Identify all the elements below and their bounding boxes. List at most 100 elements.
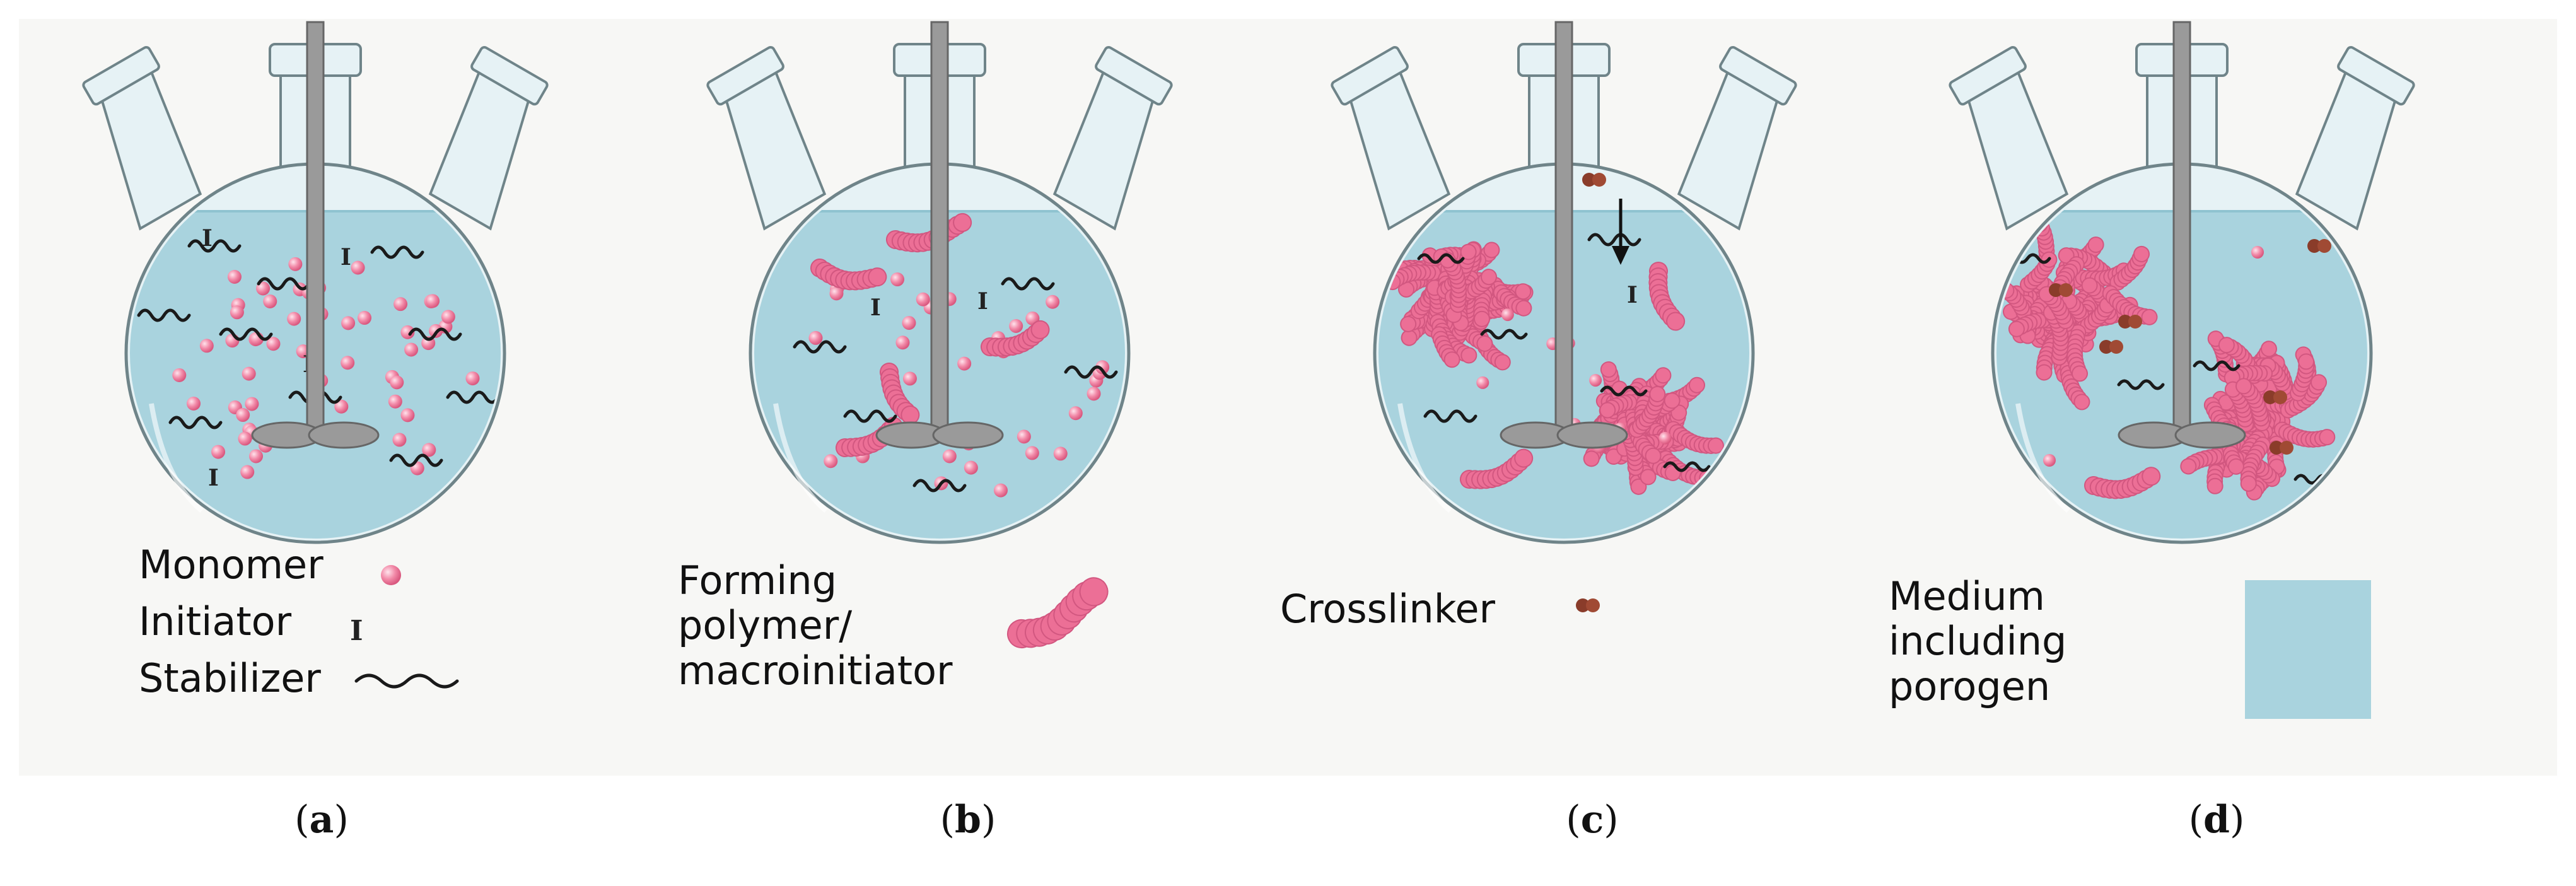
monomer-sphere [351, 260, 365, 275]
polymer-chain [2043, 304, 2069, 366]
polymer-chain [810, 259, 887, 291]
monomer-sphere [465, 371, 480, 386]
crosslinked-particle [1998, 205, 2165, 411]
monomer-sphere [1095, 360, 1110, 375]
crosslinker-dimer [1576, 598, 1600, 612]
flask-d [1949, 21, 2415, 544]
monomer-sphere [393, 297, 408, 312]
monomer-sphere [287, 312, 301, 326]
monomer-sphere [400, 408, 415, 423]
monomer-sphere [388, 394, 402, 409]
monomer-sphere [964, 460, 978, 475]
monomer-sphere [829, 286, 844, 301]
stabilizer-chain [168, 416, 223, 429]
stirrer-blade [2174, 421, 2246, 449]
figure-panel: IIIIIIII Monomer Initiator Stabilizer Fo… [19, 19, 2557, 776]
neck-rim [470, 46, 549, 106]
monomer-sphere [1009, 319, 1023, 334]
flask-contents: I [1384, 233, 1724, 495]
crosslinker-dimer [2099, 340, 2123, 354]
monomer-sphere [381, 565, 401, 585]
monomer-sphere [422, 443, 436, 457]
monomer-sphere [1068, 406, 1083, 421]
monomer-sphere [1017, 429, 1031, 444]
medium-swatch [2245, 580, 2371, 719]
scene: IIIIIIII [82, 21, 2415, 719]
glass-highlight [149, 403, 204, 513]
monomer-sphere [341, 356, 355, 370]
polymer-chain [2038, 286, 2074, 329]
polymer-chain [1431, 326, 1460, 368]
stabilizer-chain [1587, 233, 1641, 247]
polymer-chain [2084, 467, 2161, 499]
crosslinker-dimer [2118, 315, 2142, 329]
monomer-sphere [242, 366, 256, 381]
monomer-sphere [902, 316, 916, 330]
polymer-chain [2066, 324, 2089, 382]
initiator-symbol: I [202, 225, 213, 252]
polymer-chain [2223, 364, 2273, 386]
stirrer-rod [306, 21, 325, 433]
polymer-chain [1665, 421, 1724, 454]
monomer-sphere [942, 449, 957, 463]
legend-label-crosslinker: Crosslinker [1280, 586, 1496, 632]
legend-label-initiator: Initiator [139, 598, 292, 644]
stabilizer-chain [1423, 409, 1477, 423]
neck-rim [1719, 46, 1797, 106]
crosslinked-particle [1384, 241, 1534, 371]
polymer-chain [880, 363, 920, 425]
monomer-sphere [236, 408, 250, 423]
monomer-sphere [441, 310, 455, 324]
monomer-sphere [199, 339, 214, 353]
monomer-sphere [1476, 376, 1489, 389]
glass-highlight [1397, 403, 1452, 513]
monomer-sphere [2043, 454, 2056, 467]
stabilizer-chain [2117, 379, 2165, 390]
stabilizer-chain [408, 327, 462, 341]
polymer-chain [981, 320, 1050, 357]
monomer-sphere [1658, 431, 1672, 445]
initiator-symbol: I [977, 288, 988, 315]
monomer-sphere [263, 294, 277, 308]
stabilizer-chain [187, 239, 242, 253]
monomer-sphere [225, 334, 240, 348]
stirrer-blade [308, 421, 380, 449]
monomer-sphere [400, 325, 415, 339]
panel-letter-d: (d) [2188, 798, 2245, 842]
polymer-chain [2109, 245, 2150, 291]
monomer-sphere [266, 337, 281, 351]
neck-rim [706, 46, 784, 106]
monomer-sphere [1053, 446, 1068, 461]
polymer-chain [1439, 252, 1467, 313]
crosslinker-dimer [1582, 173, 1606, 187]
flask-c: I [1331, 21, 1797, 544]
polymer-chain [2235, 378, 2270, 431]
polymer-chain [2102, 285, 2158, 325]
monomer-sphere [248, 449, 263, 463]
stirrer-blade [1556, 421, 1628, 449]
stirrer-rod [1554, 21, 1573, 433]
monomer-sphere [404, 342, 419, 357]
monomer-sphere [1501, 308, 1514, 322]
monomer-sphere [230, 305, 244, 320]
monomer-sphere [172, 368, 187, 382]
legend-label-monomer: Monomer [139, 542, 323, 588]
monomer-sphere [211, 445, 226, 459]
stabilizer-chain [793, 340, 847, 354]
monomer-sphere [334, 399, 349, 414]
stirrer-blade [932, 421, 1004, 449]
monomer-sphere [390, 375, 404, 390]
polymer-chain [1648, 262, 1686, 331]
stabilizer-chain [1001, 277, 1055, 291]
monomer-sphere [902, 371, 917, 386]
monomer-sphere [227, 269, 242, 284]
panel-letter-a: (a) [294, 798, 349, 842]
polymer-chain [1384, 264, 1442, 291]
neck-rim [82, 46, 160, 106]
monomer-sphere [426, 294, 440, 308]
polymer-chain [2240, 436, 2271, 492]
monomer-sphere [238, 431, 252, 446]
crosslinker-dimer [2270, 441, 2293, 455]
